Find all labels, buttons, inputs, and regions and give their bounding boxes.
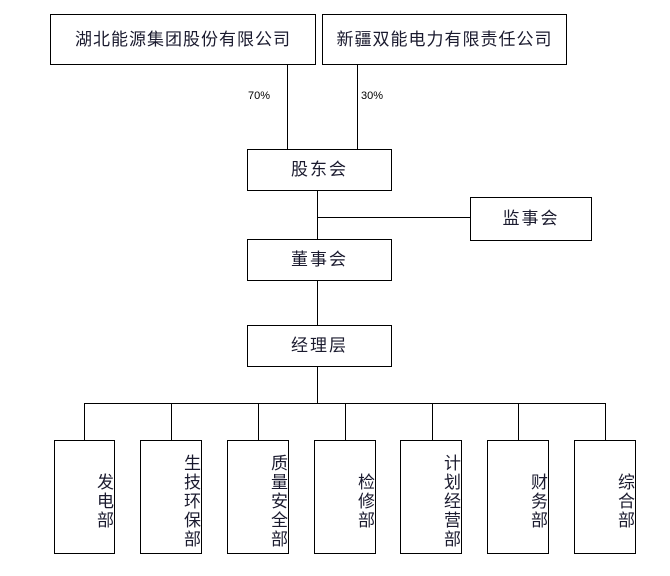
- node-label: 质量安全部: [268, 453, 287, 549]
- node-dept-4[interactable]: 检修部: [314, 440, 376, 554]
- node-label: 综合部: [615, 472, 634, 530]
- connector-bus-to-dept-5: [432, 403, 433, 440]
- node-shareholder-1[interactable]: 湖北能源集团股份有限公司: [50, 14, 316, 65]
- node-label: 发电部: [94, 472, 113, 530]
- connector-meeting-to-board: [317, 191, 318, 239]
- node-board-of-directors[interactable]: 董事会: [247, 239, 392, 281]
- node-label: 财务部: [528, 472, 547, 530]
- node-dept-6[interactable]: 财务部: [487, 440, 549, 554]
- node-dept-1[interactable]: 发电部: [54, 440, 115, 554]
- connector-bus-to-dept-7: [605, 403, 606, 440]
- node-shareholder-2[interactable]: 新疆双能电力有限责任公司: [322, 14, 567, 65]
- connector-bus-to-dept-2: [171, 403, 172, 440]
- node-label: 生技环保部: [181, 453, 200, 549]
- node-shareholders-meeting[interactable]: 股东会: [247, 149, 392, 191]
- node-label: 湖北能源集团股份有限公司: [75, 29, 291, 49]
- connector-bus-to-dept-4: [345, 403, 346, 440]
- connector-board-to-management: [317, 281, 318, 325]
- node-dept-7[interactable]: 综合部: [574, 440, 636, 554]
- node-dept-5[interactable]: 计划经营部: [400, 440, 462, 554]
- connector-bus-to-dept-1: [84, 403, 85, 440]
- node-label: 股东会: [291, 160, 348, 180]
- node-dept-3[interactable]: 质量安全部: [227, 440, 289, 554]
- connector-bus-to-dept-6: [518, 403, 519, 440]
- stake-label-70: 70%: [248, 90, 271, 102]
- connector-shareholder2-to-meeting: [357, 65, 358, 149]
- node-label: 经理层: [291, 336, 348, 356]
- node-label: 监事会: [502, 209, 560, 229]
- connector-shareholder1-to-meeting: [287, 65, 288, 149]
- connector-bus-to-dept-3: [258, 403, 259, 440]
- node-dept-2[interactable]: 生技环保部: [140, 440, 202, 554]
- connector-meeting-to-supervisors: [317, 217, 471, 218]
- node-label: 检修部: [355, 472, 374, 530]
- node-label: 董事会: [291, 250, 348, 270]
- stake-label-30: 30%: [361, 90, 384, 102]
- node-management-layer[interactable]: 经理层: [247, 325, 392, 367]
- connector-management-to-bus: [317, 367, 318, 403]
- node-board-of-supervisors[interactable]: 监事会: [470, 197, 592, 241]
- node-label: 新疆双能电力有限责任公司: [336, 29, 553, 49]
- node-label: 计划经营部: [441, 453, 460, 549]
